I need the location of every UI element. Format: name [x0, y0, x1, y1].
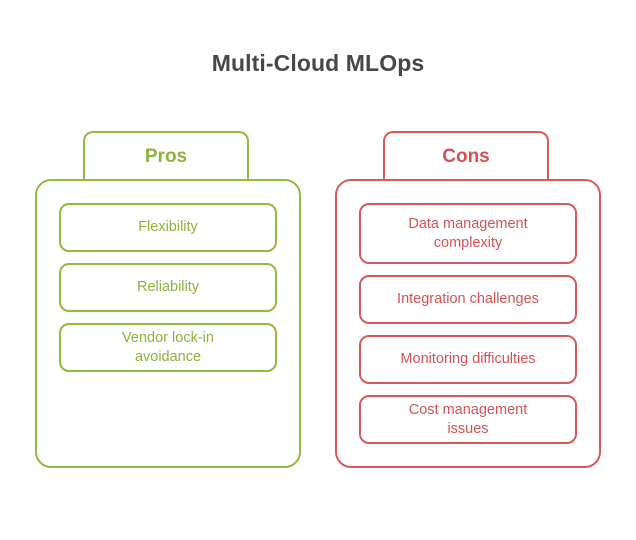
pros-item-reliability: Reliability: [59, 263, 277, 312]
diagram-title: Multi-Cloud MLOps: [211, 50, 425, 76]
cons-item-cost-management-issues: Cost management issues: [359, 395, 577, 444]
cons-item-monitoring-difficulties: Monitoring difficulties: [359, 335, 577, 384]
cons-item-data-management-complexity: Data management complexity: [359, 203, 577, 264]
pros-heading: Pros: [83, 131, 249, 179]
cons-heading: Cons: [383, 131, 549, 179]
cons-item-integration-challenges: Integration challenges: [359, 275, 577, 324]
pros-item-vendor-lock-in-avoidance: Vendor lock-in avoidance: [59, 323, 277, 372]
pros-item-flexibility: Flexibility: [59, 203, 277, 252]
